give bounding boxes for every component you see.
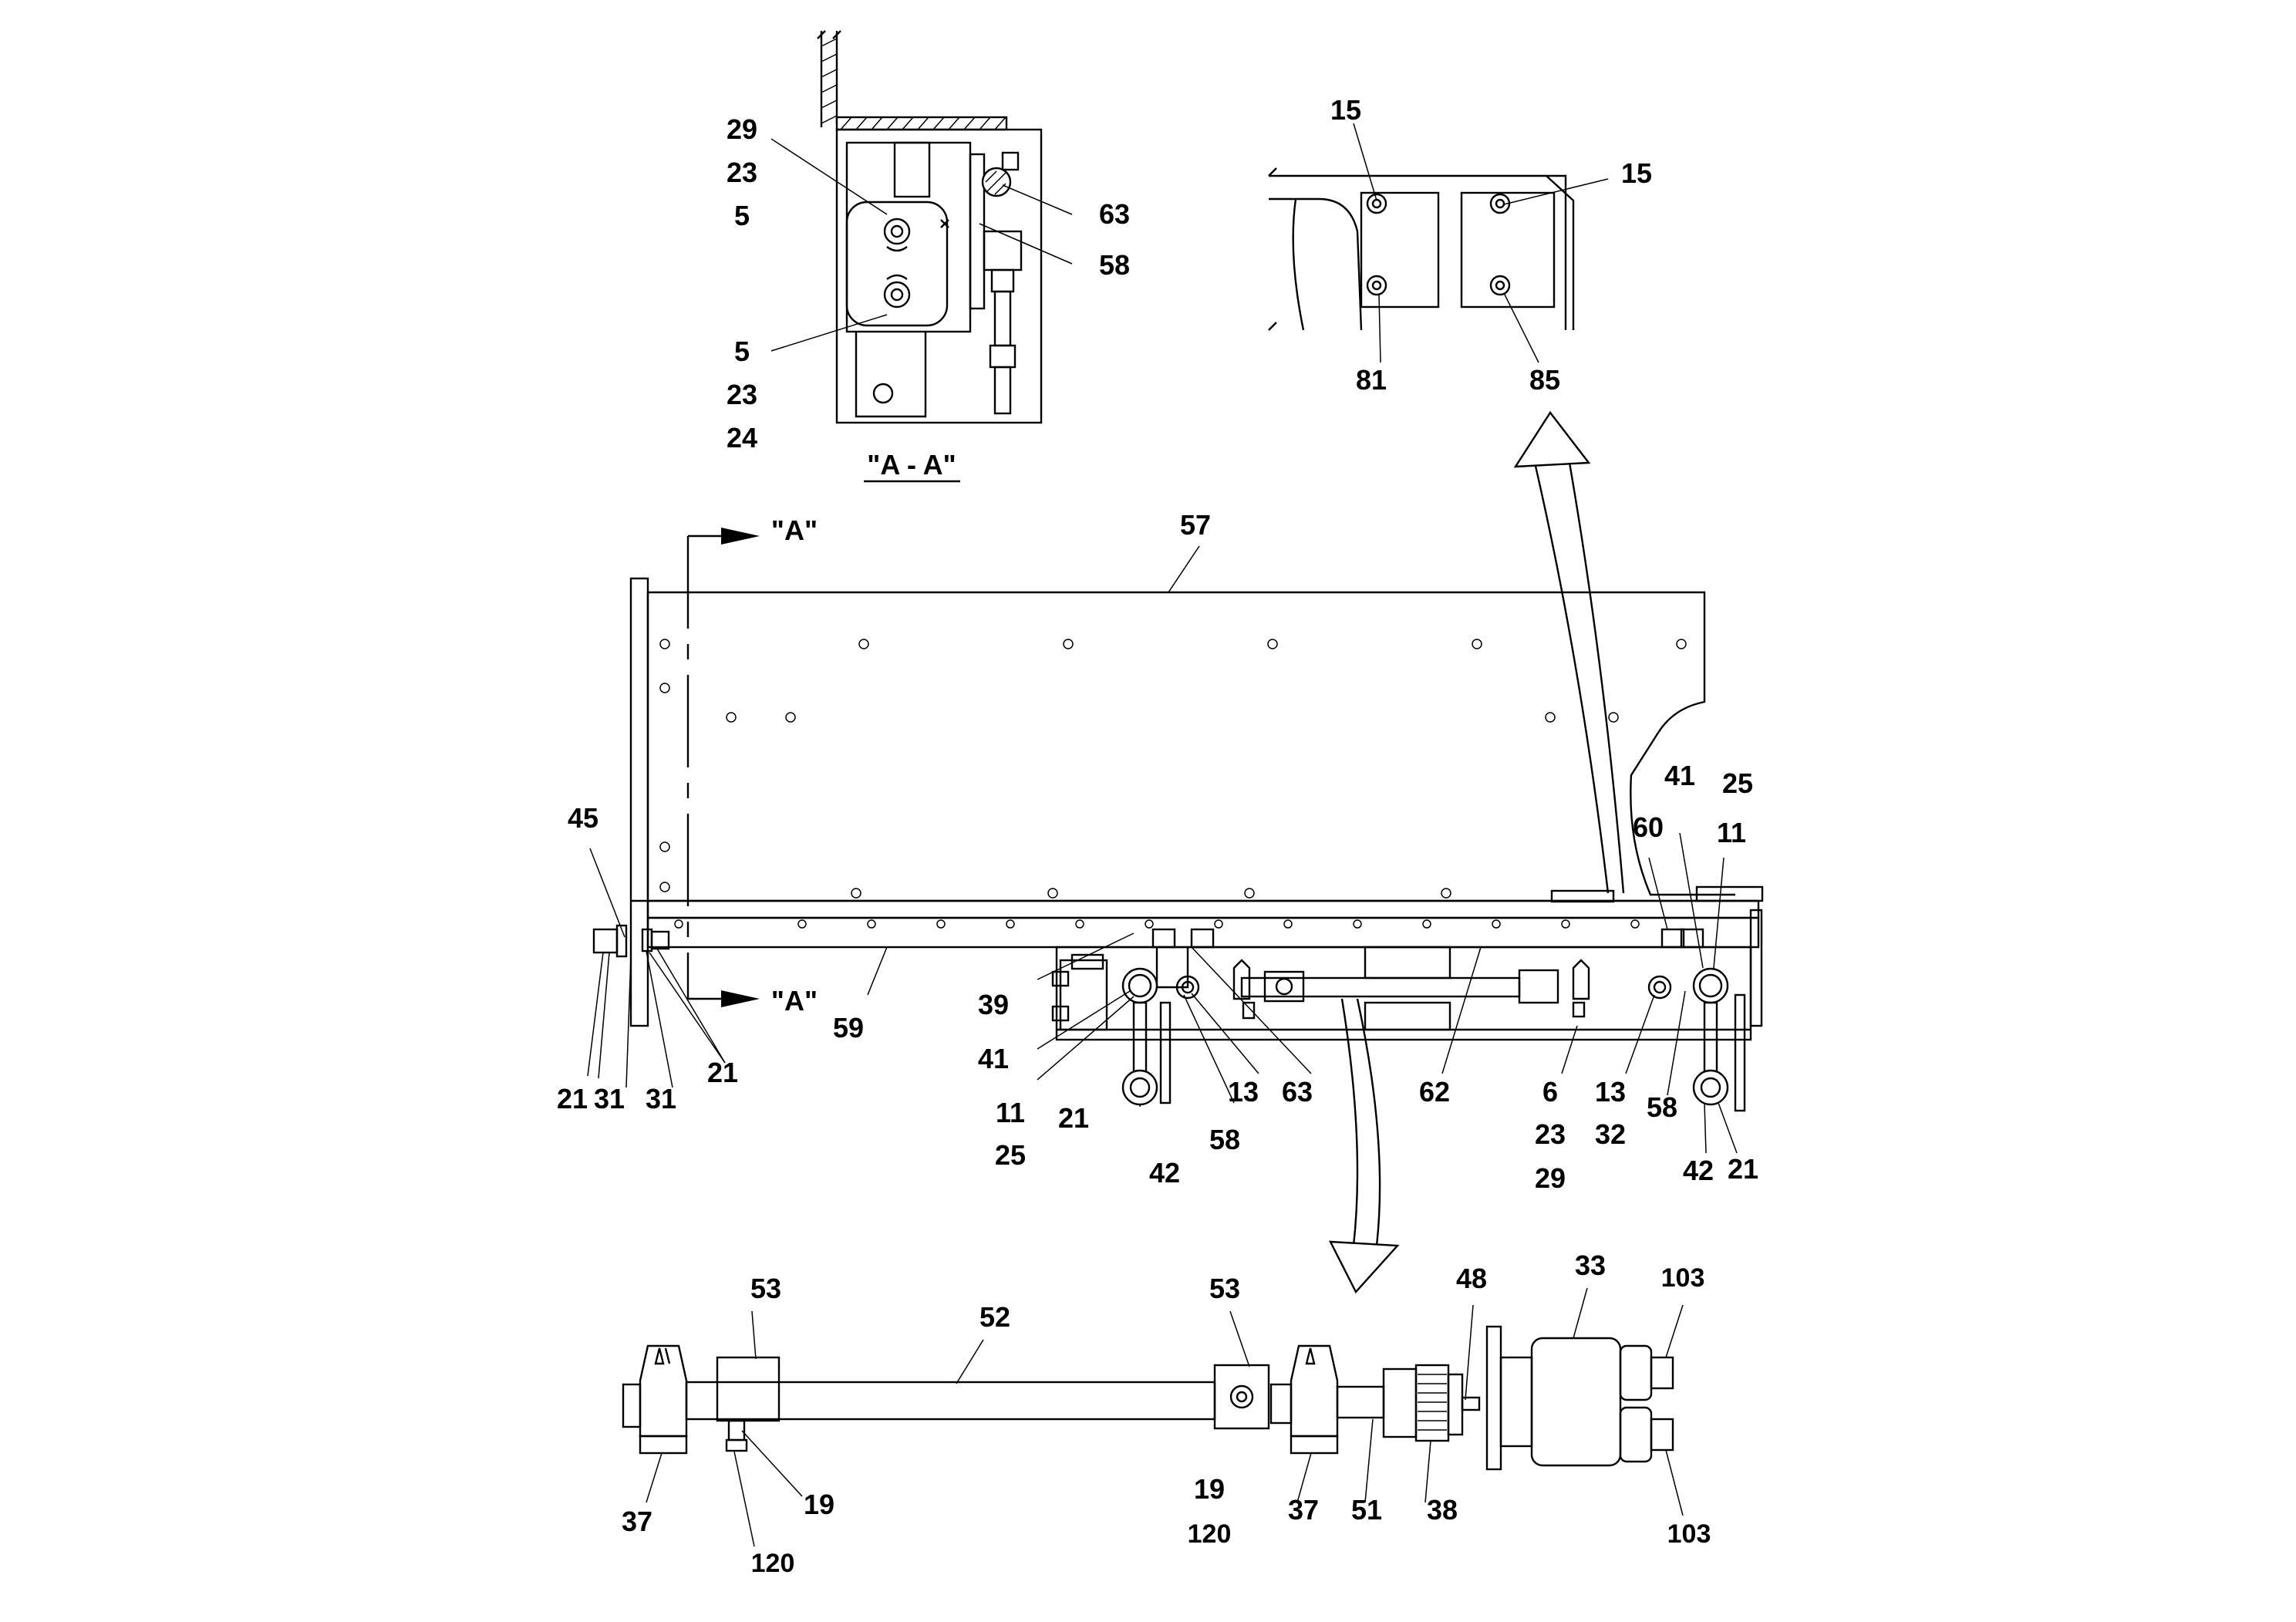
callout: 120 <box>751 1549 795 1578</box>
shaft-view: 53 52 53 48 33 103 37 19 120 19 120 37 5… <box>622 1249 1711 1578</box>
callout: 25 <box>995 1139 1026 1171</box>
callout: 11 <box>1717 817 1746 848</box>
callout: 103 <box>1667 1519 1711 1549</box>
callout: 53 <box>750 1273 781 1304</box>
section-mark: "A" <box>771 514 818 546</box>
callout: 11 <box>996 1097 1025 1128</box>
callout: 13 <box>1228 1076 1259 1108</box>
callout: 21 <box>1728 1153 1758 1185</box>
callout: 41 <box>978 1043 1009 1074</box>
callout: 33 <box>1575 1249 1606 1281</box>
callout: 13 <box>1595 1076 1626 1108</box>
callout: 31 <box>594 1083 625 1114</box>
callout: 19 <box>804 1489 834 1520</box>
callout: 21 <box>1058 1102 1089 1134</box>
callout: 23 <box>1535 1118 1566 1150</box>
callout: 42 <box>1149 1157 1180 1189</box>
callout: 60 <box>1633 811 1664 843</box>
callout: 21 <box>707 1057 738 1088</box>
callout: 37 <box>622 1506 652 1537</box>
section-mark: "A" <box>771 985 818 1017</box>
panel-holes <box>659 639 1687 899</box>
callout: 85 <box>1529 364 1560 396</box>
callout: 31 <box>646 1083 676 1114</box>
callout: 53 <box>1209 1273 1240 1304</box>
callout: 57 <box>1180 509 1211 541</box>
callout: 52 <box>979 1301 1010 1333</box>
callout: 29 <box>1535 1162 1566 1194</box>
callout: 63 <box>1282 1076 1313 1108</box>
section-view-a-a: 29 23 5 63 58 5 23 24 "A - A" <box>727 30 1130 483</box>
callout: 15 <box>1621 157 1652 189</box>
callout: 103 <box>1661 1263 1705 1293</box>
callout: 32 <box>1595 1118 1626 1150</box>
callout: 62 <box>1419 1076 1450 1108</box>
callout: 58 <box>1647 1091 1677 1123</box>
callout: 15 <box>1330 94 1361 126</box>
callout: 48 <box>1456 1263 1487 1294</box>
callout: 58 <box>1099 249 1130 281</box>
callout: 21 <box>557 1083 588 1114</box>
callout: 58 <box>1209 1124 1240 1155</box>
callout: 24 <box>727 422 757 454</box>
callout: 37 <box>1288 1494 1319 1526</box>
callout: 19 <box>1194 1473 1225 1505</box>
callout: 45 <box>568 802 598 834</box>
callout: 81 <box>1356 364 1387 396</box>
callout: 6 <box>1542 1076 1558 1108</box>
callout: 39 <box>978 989 1009 1020</box>
callout: 29 <box>727 113 757 145</box>
callout: 42 <box>1683 1155 1714 1186</box>
callout: 25 <box>1722 767 1753 799</box>
callout: 59 <box>833 1012 864 1044</box>
callout: 23 <box>727 157 757 188</box>
section-title: "A - A" <box>867 449 956 481</box>
detail-view: 15 15 81 85 <box>1268 94 1652 894</box>
callout: 5 <box>734 200 750 231</box>
callout: 5 <box>734 336 750 367</box>
main-view: "A" "A" 57 45 21 31 3 <box>557 509 1764 1294</box>
callout: 41 <box>1664 760 1695 791</box>
callout: 23 <box>727 379 757 410</box>
callout: 120 <box>1188 1519 1232 1549</box>
callout: 51 <box>1351 1494 1382 1526</box>
callout: 38 <box>1427 1494 1458 1526</box>
rail-holes <box>674 919 1640 929</box>
callout: 63 <box>1099 198 1130 230</box>
